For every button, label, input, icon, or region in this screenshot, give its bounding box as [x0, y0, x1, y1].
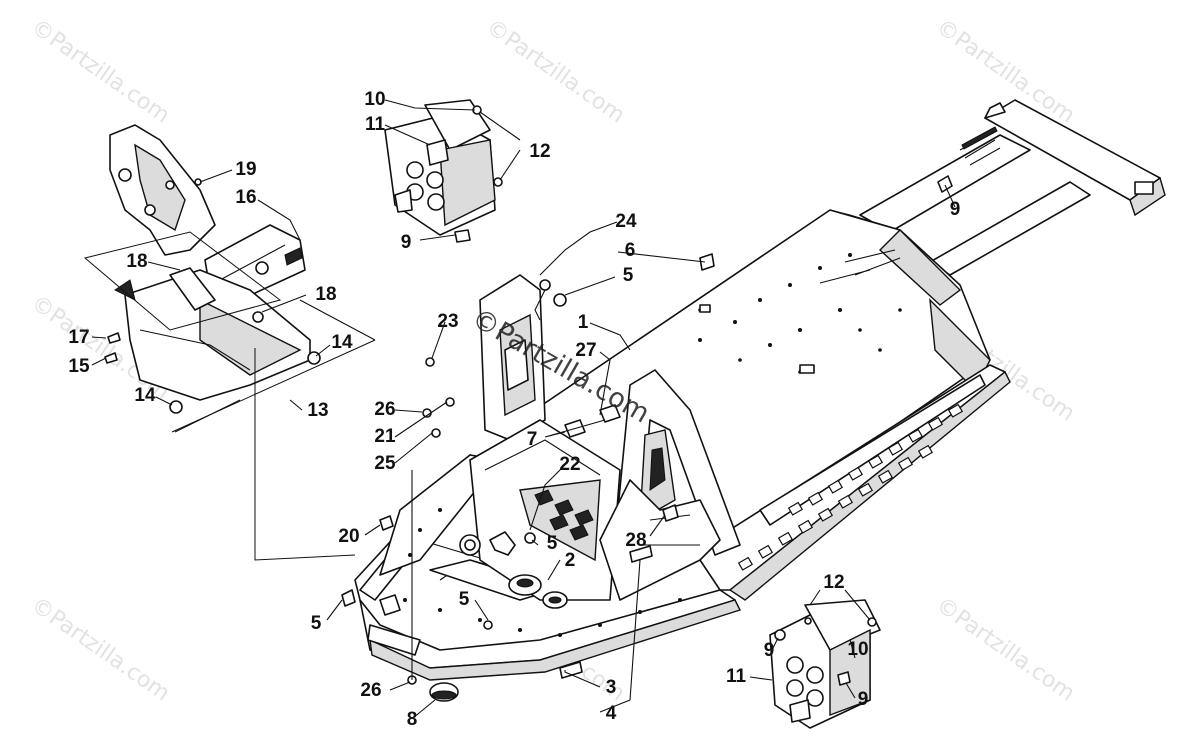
- callout-24[interactable]: 24: [615, 211, 637, 232]
- callout-2[interactable]: 2: [565, 550, 576, 571]
- callout-18[interactable]: 18: [126, 251, 147, 272]
- callout-8[interactable]: 8: [407, 709, 418, 730]
- callout-21[interactable]: 21: [374, 426, 396, 447]
- watermark: ©Partzilla.com: [481, 15, 629, 129]
- callout-27[interactable]: 27: [575, 340, 596, 361]
- callout-4[interactable]: 4: [606, 703, 617, 724]
- callout-20[interactable]: 20: [338, 526, 359, 547]
- callout-17[interactable]: 17: [68, 327, 89, 348]
- callout-10[interactable]: 10: [847, 639, 868, 660]
- callout-25[interactable]: 25: [374, 453, 396, 474]
- callout-labels: 10 11 12 9 19 16 18 18 17 15 14 14 13 24…: [68, 89, 960, 730]
- watermark: ©Partzilla.com: [26, 593, 174, 707]
- callout-5[interactable]: 5: [623, 265, 634, 286]
- callout-5[interactable]: 5: [547, 533, 558, 554]
- callout-15[interactable]: 15: [68, 356, 90, 377]
- leader-lines: [91, 99, 956, 719]
- callout-26[interactable]: 26: [374, 399, 395, 420]
- callout-9[interactable]: 9: [764, 640, 775, 661]
- callout-1[interactable]: 1: [578, 312, 589, 333]
- callout-3[interactable]: 3: [606, 677, 617, 698]
- callout-5[interactable]: 5: [311, 613, 322, 634]
- front-bulkhead: [354, 274, 741, 681]
- lower-skid-plate-assembly: [769, 599, 881, 729]
- right-running-board: [689, 364, 1011, 601]
- callout-11[interactable]: 11: [365, 114, 386, 135]
- callout-22[interactable]: 22: [559, 454, 580, 475]
- left-bracket-assembly: [83, 124, 376, 561]
- rear-rail-assembly: [859, 99, 1166, 276]
- callout-5[interactable]: 5: [459, 589, 470, 610]
- callout-26[interactable]: 26: [360, 680, 381, 701]
- watermark: ©Partzilla.com: [26, 15, 174, 129]
- callout-23[interactable]: 23: [437, 311, 458, 332]
- callout-16[interactable]: 16: [235, 187, 256, 208]
- callout-12[interactable]: 12: [823, 572, 844, 593]
- fasteners: [341, 253, 715, 702]
- upper-skid-plate-assembly: [384, 99, 503, 243]
- callout-7[interactable]: 7: [527, 429, 538, 450]
- callout-9[interactable]: 9: [858, 689, 869, 710]
- callout-18[interactable]: 18: [315, 284, 336, 305]
- callout-10[interactable]: 10: [364, 89, 385, 110]
- callout-9[interactable]: 9: [950, 199, 961, 220]
- callout-13[interactable]: 13: [307, 400, 328, 421]
- callout-14[interactable]: 14: [134, 385, 156, 406]
- callout-19[interactable]: 19: [235, 159, 256, 180]
- callout-6[interactable]: 6: [625, 240, 636, 261]
- callout-28[interactable]: 28: [625, 530, 646, 551]
- callout-9[interactable]: 9: [401, 232, 412, 253]
- callout-14[interactable]: 14: [331, 332, 353, 353]
- watermark: ©Partzilla.com: [931, 593, 1079, 707]
- callout-12[interactable]: 12: [529, 141, 550, 162]
- callout-11[interactable]: 11: [726, 666, 747, 687]
